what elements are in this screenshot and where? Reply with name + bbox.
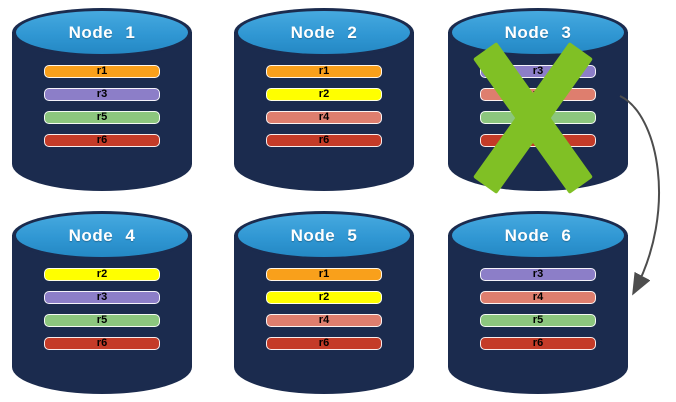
cylinder-top-ellipse xyxy=(16,214,188,257)
replica-label: r3 xyxy=(96,88,108,100)
replica-bar: r2 xyxy=(266,88,382,101)
replica-label: r5 xyxy=(96,111,108,123)
replica-bar: r4 xyxy=(480,291,596,304)
replica-bar: r6 xyxy=(266,134,382,147)
replica-label: r4 xyxy=(318,111,330,123)
replica-label: r6 xyxy=(96,134,108,146)
replica-label: r2 xyxy=(318,88,330,100)
replica-bar-list: r3 r4 r5 r6 xyxy=(480,268,596,360)
node-cylinder: Node 6 r3 r4 r5 r6 xyxy=(448,211,628,394)
replica-bar-list: r3 r4 r5 r6 xyxy=(480,65,596,157)
replica-bar: r6 xyxy=(480,134,596,147)
cylinder-top-ellipse xyxy=(16,11,188,54)
node-cylinder: Node 1 r1 r3 r5 r6 xyxy=(12,8,192,191)
arrow-curve xyxy=(619,95,660,296)
replica-bar: r5 xyxy=(44,111,160,124)
replica-bar: r3 xyxy=(480,268,596,281)
replica-bar: r6 xyxy=(266,337,382,350)
replica-label: r1 xyxy=(318,268,330,280)
replica-bar: r1 xyxy=(266,65,382,78)
replica-bar: r3 xyxy=(480,65,596,78)
replica-label: r1 xyxy=(96,65,108,77)
replica-label: r6 xyxy=(96,337,108,349)
cylinder-top-ellipse xyxy=(238,11,410,54)
replica-bar: r3 xyxy=(44,88,160,101)
replica-label: r6 xyxy=(318,337,330,349)
replica-bar: r5 xyxy=(480,111,596,124)
node-title: Node 4 xyxy=(68,226,136,245)
replica-bar: r2 xyxy=(266,291,382,304)
replica-label: r4 xyxy=(318,314,330,326)
replica-label: r5 xyxy=(96,314,108,326)
replica-label: r6 xyxy=(532,337,544,349)
node-title: Node 5 xyxy=(290,226,358,245)
node-cylinder: Node 5 r1 r2 r4 r6 xyxy=(234,211,414,394)
node-title: Node 2 xyxy=(290,23,358,42)
node-title: Node 1 xyxy=(68,23,136,42)
replica-label: r3 xyxy=(532,65,544,77)
replica-bar: r4 xyxy=(480,88,596,101)
replica-label: r6 xyxy=(532,134,544,146)
replica-label: r3 xyxy=(532,268,544,280)
replica-bar: r2 xyxy=(44,268,160,281)
replica-bar-list: r1 r3 r5 r6 xyxy=(44,65,160,157)
replica-bar: r6 xyxy=(44,134,160,147)
replica-bar-list: r1 r2 r4 r6 xyxy=(266,268,382,360)
replica-label: r6 xyxy=(318,134,330,146)
replica-bar: r6 xyxy=(480,337,596,350)
replica-label: r2 xyxy=(318,291,330,303)
cylinder-top-ellipse xyxy=(452,214,624,257)
replica-label: r4 xyxy=(532,88,544,100)
replica-bar: r3 xyxy=(44,291,160,304)
replica-bar-list: r1 r2 r4 r6 xyxy=(266,65,382,157)
node-title: Node 3 xyxy=(504,23,572,42)
failover-arrow xyxy=(619,95,660,296)
replica-bar: r6 xyxy=(44,337,160,350)
replica-label: r1 xyxy=(318,65,330,77)
replica-bar: r1 xyxy=(44,65,160,78)
replica-bar: r5 xyxy=(44,314,160,327)
node-cylinder: Node 4 r2 r3 r5 r6 xyxy=(12,211,192,394)
node-cylinder: Node 2 r1 r2 r4 r6 xyxy=(234,8,414,191)
replica-label: r5 xyxy=(532,111,544,123)
cylinder-top-ellipse xyxy=(238,214,410,257)
replica-bar: r5 xyxy=(480,314,596,327)
replica-bar: r1 xyxy=(266,268,382,281)
node-title: Node 6 xyxy=(504,226,572,245)
replica-bar: r4 xyxy=(266,314,382,327)
replica-label: r4 xyxy=(532,291,544,303)
node-cylinder: Node 3 r3 r4 r5 r6 xyxy=(448,8,628,194)
replica-label: r5 xyxy=(532,314,544,326)
replica-bar: r4 xyxy=(266,111,382,124)
replica-label: r2 xyxy=(96,268,108,280)
replica-bar-list: r2 r3 r5 r6 xyxy=(44,268,160,360)
replica-label: r3 xyxy=(96,291,108,303)
